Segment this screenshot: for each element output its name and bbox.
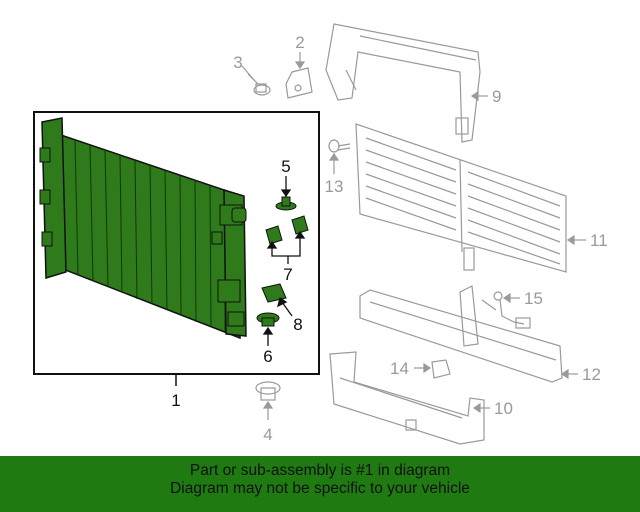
arrow-to-part-11 [566, 234, 586, 246]
arrow-to-part-6 [262, 326, 274, 346]
arrow-to-part-2 [294, 52, 306, 70]
banner-line-2: Diagram may not be specific to your vehi… [170, 480, 470, 497]
callout-15: 15 [524, 289, 543, 308]
callout-6: 6 [263, 347, 272, 366]
callout-11: 11 [590, 231, 608, 250]
arrow-to-part-5 [280, 176, 292, 198]
exploded-parts-diagram: 1 2 3 4 5 6 7 8 9 10 11 12 13 14 15 [33, 23, 608, 445]
bracket-part-2[interactable] [285, 67, 313, 99]
arrow-to-part-4 [262, 400, 274, 420]
arrow-to-part-10 [472, 402, 490, 414]
callout-14: 14 [390, 359, 409, 378]
radiator-part-1[interactable] [39, 117, 247, 340]
bolt-part-5[interactable] [275, 196, 297, 211]
shutter-assembly-part-11[interactable] [355, 123, 567, 273]
arrow-to-part-14 [414, 362, 432, 374]
clip-part-14[interactable] [431, 359, 451, 379]
callout-2: 2 [295, 33, 304, 52]
upper-support-part-9[interactable] [325, 23, 481, 143]
arrow-to-part-13 [328, 152, 340, 174]
sensor-part-15[interactable] [493, 291, 531, 329]
callout-1: 1 [171, 391, 180, 410]
callout-13: 13 [325, 177, 344, 196]
callout-5: 5 [281, 157, 290, 176]
deflector-part-10[interactable] [329, 351, 485, 445]
callout-9: 9 [492, 87, 501, 106]
part-info-banner: Part or sub-assembly is #1 in diagram Di… [0, 456, 640, 512]
leader-to-part-7 [266, 230, 306, 264]
arrow-to-part-12 [560, 368, 578, 380]
arrow-to-part-9 [470, 90, 488, 102]
callout-12: 12 [582, 365, 601, 384]
callout-7: 7 [283, 265, 292, 284]
callout-3: 3 [233, 53, 242, 72]
arrow-to-part-8 [277, 296, 293, 317]
grommet-part-4[interactable] [255, 381, 281, 401]
arrow-to-part-3 [241, 65, 255, 81]
callout-10: 10 [494, 399, 513, 418]
arrow-to-part-15 [502, 292, 520, 304]
callout-4: 4 [263, 425, 272, 444]
grommet-part-6[interactable] [256, 312, 280, 327]
banner-line-1: Part or sub-assembly is #1 in diagram [189, 462, 451, 479]
bracket-part-7[interactable] [265, 215, 309, 245]
callout-8: 8 [293, 315, 302, 334]
lower-support-part-12[interactable] [359, 285, 563, 383]
bolt-part-13[interactable] [328, 139, 351, 153]
